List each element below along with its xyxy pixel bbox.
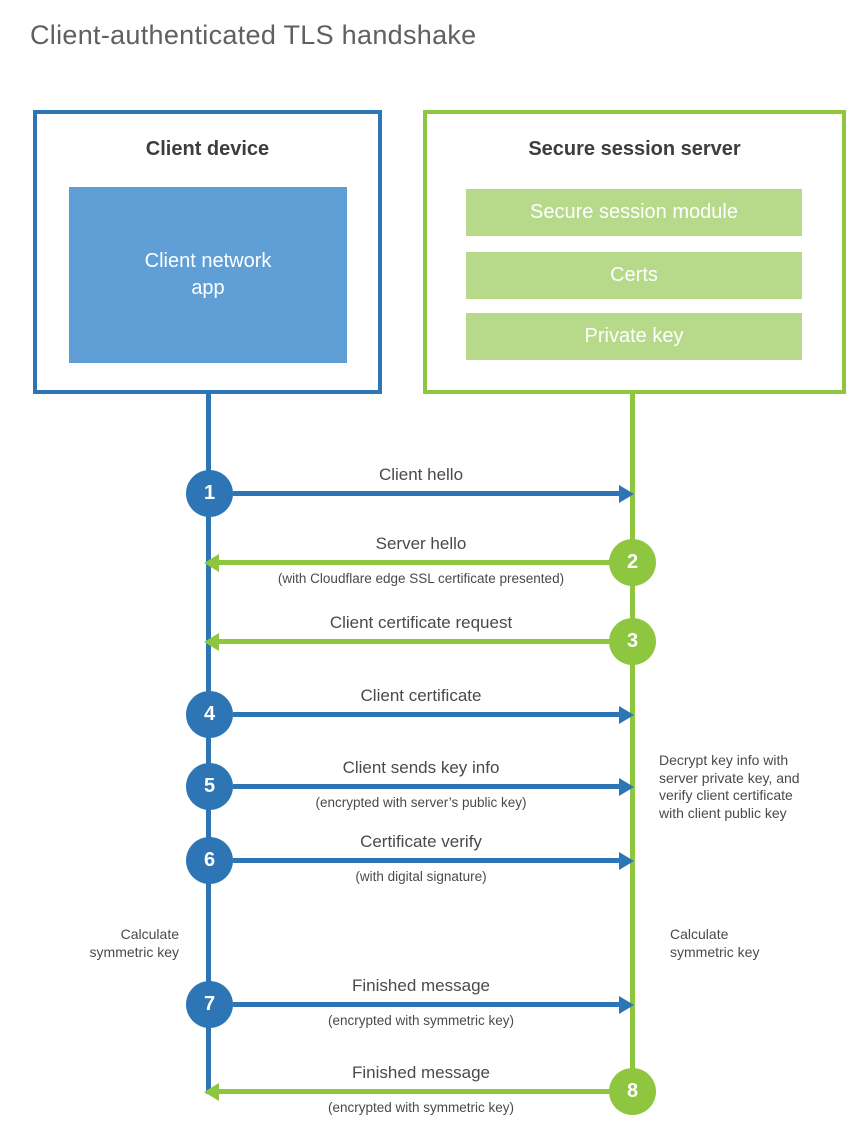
server-module-private-key: Private key — [466, 313, 802, 360]
arrow-line-6 — [233, 858, 619, 863]
arrow-line-3 — [218, 639, 610, 644]
step-number: 8 — [626, 1080, 639, 1102]
arrow-head-left-icon — [204, 633, 219, 651]
arrow-line-1 — [233, 491, 619, 496]
message-label-7: Finished message — [352, 976, 490, 995]
message-label-6: Certificate verify — [360, 832, 482, 851]
step-number: 7 — [203, 993, 216, 1015]
arrow-head-left-icon — [204, 1083, 219, 1101]
message-subtitle-8: (encrypted with symmetric key) — [327, 1100, 515, 1115]
arrow-head-right-icon — [619, 996, 634, 1014]
message-label-4: Client certificate — [360, 686, 482, 705]
message-subtitle-5: (encrypted with server’s public key) — [315, 795, 527, 810]
client-lifeline — [206, 392, 211, 1094]
client-network-app-box: Client network app — [69, 187, 347, 363]
step-circle-4: 4 — [186, 691, 233, 738]
calc-symmetric-key-right: Calculate symmetric key — [670, 926, 760, 960]
server-module-certs: Certs — [466, 252, 802, 299]
arrow-line-4 — [233, 712, 619, 717]
server-heading: Secure session server — [528, 138, 741, 160]
calc-symmetric-key-left: Calculate symmetric key — [89, 926, 179, 960]
page-title: Client-authenticated TLS handshake — [30, 20, 477, 50]
message-subtitle-7: (encrypted with symmetric key) — [327, 1013, 515, 1028]
message-label-5: Client sends key info — [342, 758, 500, 777]
arrow-head-right-icon — [619, 706, 634, 724]
step-circle-7: 7 — [186, 981, 233, 1028]
arrow-line-8 — [218, 1089, 610, 1094]
step-circle-8: 8 — [609, 1068, 656, 1115]
decrypt-note: Decrypt key info with server private key… — [659, 752, 800, 821]
message-subtitle-2: (with Cloudflare edge SSL certificate pr… — [277, 571, 565, 586]
server-module-secure-session: Secure session module — [466, 189, 802, 236]
arrow-line-7 — [233, 1002, 619, 1007]
step-circle-1: 1 — [186, 470, 233, 517]
arrow-line-2 — [218, 560, 610, 565]
step-number: 2 — [626, 551, 639, 573]
step-number: 5 — [203, 775, 216, 797]
step-number: 4 — [203, 703, 216, 725]
arrow-head-right-icon — [619, 778, 634, 796]
message-label-8: Finished message — [352, 1063, 490, 1082]
step-number: 1 — [203, 482, 216, 504]
server-lifeline — [630, 392, 635, 1094]
step-circle-3: 3 — [609, 618, 656, 665]
message-label-1: Client hello — [378, 465, 464, 484]
step-circle-2: 2 — [609, 539, 656, 586]
step-number: 6 — [203, 849, 216, 871]
step-circle-6: 6 — [186, 837, 233, 884]
message-label-2: Server hello — [375, 534, 467, 553]
step-circle-5: 5 — [186, 763, 233, 810]
message-label-3: Client certificate request — [329, 613, 513, 632]
step-number: 3 — [626, 630, 639, 652]
message-subtitle-6: (with digital signature) — [355, 869, 487, 884]
arrow-head-left-icon — [204, 554, 219, 572]
client-device-heading: Client device — [145, 138, 270, 160]
arrow-line-5 — [233, 784, 619, 789]
arrow-head-right-icon — [619, 852, 634, 870]
arrow-head-right-icon — [619, 485, 634, 503]
